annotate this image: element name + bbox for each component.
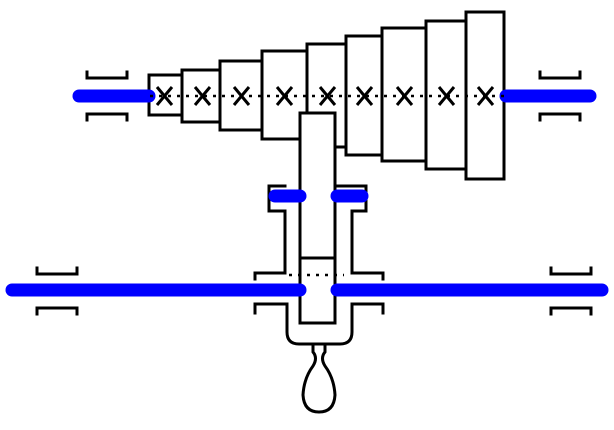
- lower-left-bearing: [35, 266, 79, 316]
- fork-left-arm: [253, 184, 287, 281]
- cross-icon: [318, 86, 337, 106]
- cross-icon: [155, 86, 174, 106]
- gear-markers: [155, 86, 495, 106]
- cross-icon: [437, 86, 456, 106]
- lower-right-bearing: [549, 266, 593, 316]
- cross-icon: [355, 86, 374, 106]
- cross-icon: [476, 86, 495, 106]
- cross-icon: [193, 86, 212, 106]
- cross-icon: [232, 86, 251, 106]
- upper-left-bearing: [85, 70, 129, 122]
- fork-right-arm: [333, 184, 385, 281]
- gear-3: [218, 59, 264, 132]
- cross-icon: [275, 86, 294, 106]
- cross-icon: [395, 86, 414, 106]
- upper-right-bearing: [538, 70, 582, 122]
- selector-knob: [301, 342, 337, 414]
